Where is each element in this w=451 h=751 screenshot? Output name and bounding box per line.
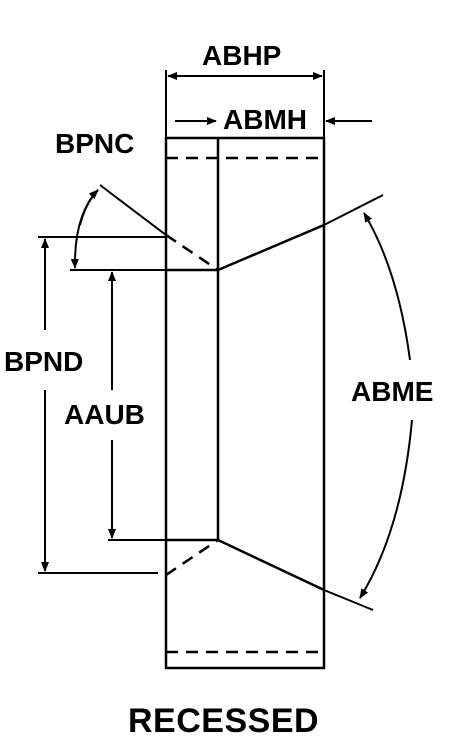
bpnc-arc-top-arrow xyxy=(79,189,99,226)
part-body xyxy=(164,136,326,670)
abme-arc-lower xyxy=(359,419,413,599)
label-abhp: ABHP xyxy=(202,40,282,71)
label-bpnc: BPNC xyxy=(55,128,135,159)
label-abmh: ABMH xyxy=(223,104,307,135)
label-bpnd: BPND xyxy=(4,346,84,377)
label-aaub: AAUB xyxy=(64,399,145,430)
abme-ext-upper xyxy=(323,194,384,226)
hidden-cone-lower xyxy=(165,538,219,577)
cone-upper-face xyxy=(217,223,325,272)
abme-arc-upper xyxy=(363,212,411,361)
bpnc-leader-line xyxy=(99,184,167,236)
label-abme: ABME xyxy=(351,376,434,407)
abme-ext-lower xyxy=(323,589,374,611)
dimension-lines xyxy=(38,70,413,611)
hidden-lines xyxy=(165,156,324,654)
diagram-caption: RECESSED xyxy=(128,702,320,740)
part-outline xyxy=(164,136,326,670)
bpnc-arc xyxy=(70,189,99,269)
cone-lower-face xyxy=(217,538,325,592)
hidden-cone-upper xyxy=(165,233,219,272)
